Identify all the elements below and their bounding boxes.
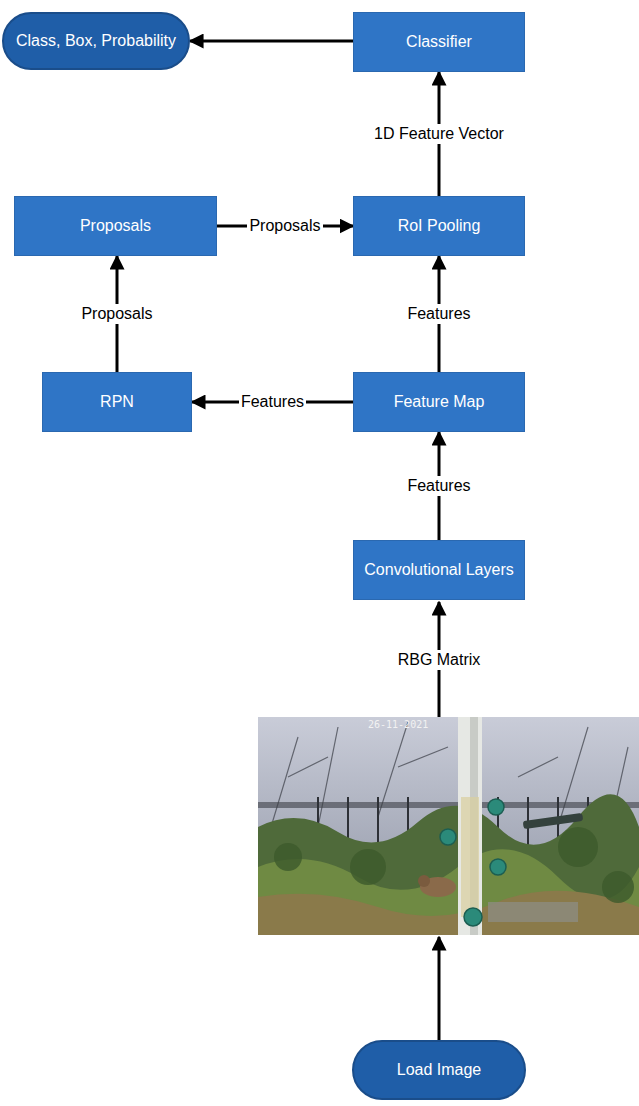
arrow-line [438,937,441,1040]
edge-label: 1D Feature Vector [372,124,506,144]
edge-label: Proposals [247,216,322,236]
photo-timestamp: 26-11-2021 [368,719,428,730]
node-label: RoI Pooling [398,217,481,235]
arrow-connector [190,40,353,43]
process-box: RoI Pooling [353,196,525,256]
node-label: Class, Box, Probability [16,32,176,50]
bird-feeder-photo [258,717,639,935]
node-label: Classifier [406,33,472,51]
edge-label: Proposals [79,304,154,324]
process-box: Proposals [14,196,217,256]
edge-label: Features [405,476,472,496]
process-box: Convolutional Layers [353,540,525,600]
edge-label: Features [405,304,472,324]
edge-label: Features [239,392,306,412]
process-box: Classifier [353,12,525,72]
process-box: RPN [42,372,192,432]
node-label: RPN [100,393,134,411]
arrow-label: RBG Matrix [396,650,483,670]
node-label: Convolutional Layers [364,561,513,579]
terminator-pill: Class, Box, Probability [2,12,190,70]
node-label: Feature Map [394,393,485,411]
node-label: Load Image [397,1061,482,1079]
node-label: Proposals [80,217,151,235]
process-box: Feature Map [353,372,525,432]
terminator-pill: Load Image [352,1040,526,1100]
